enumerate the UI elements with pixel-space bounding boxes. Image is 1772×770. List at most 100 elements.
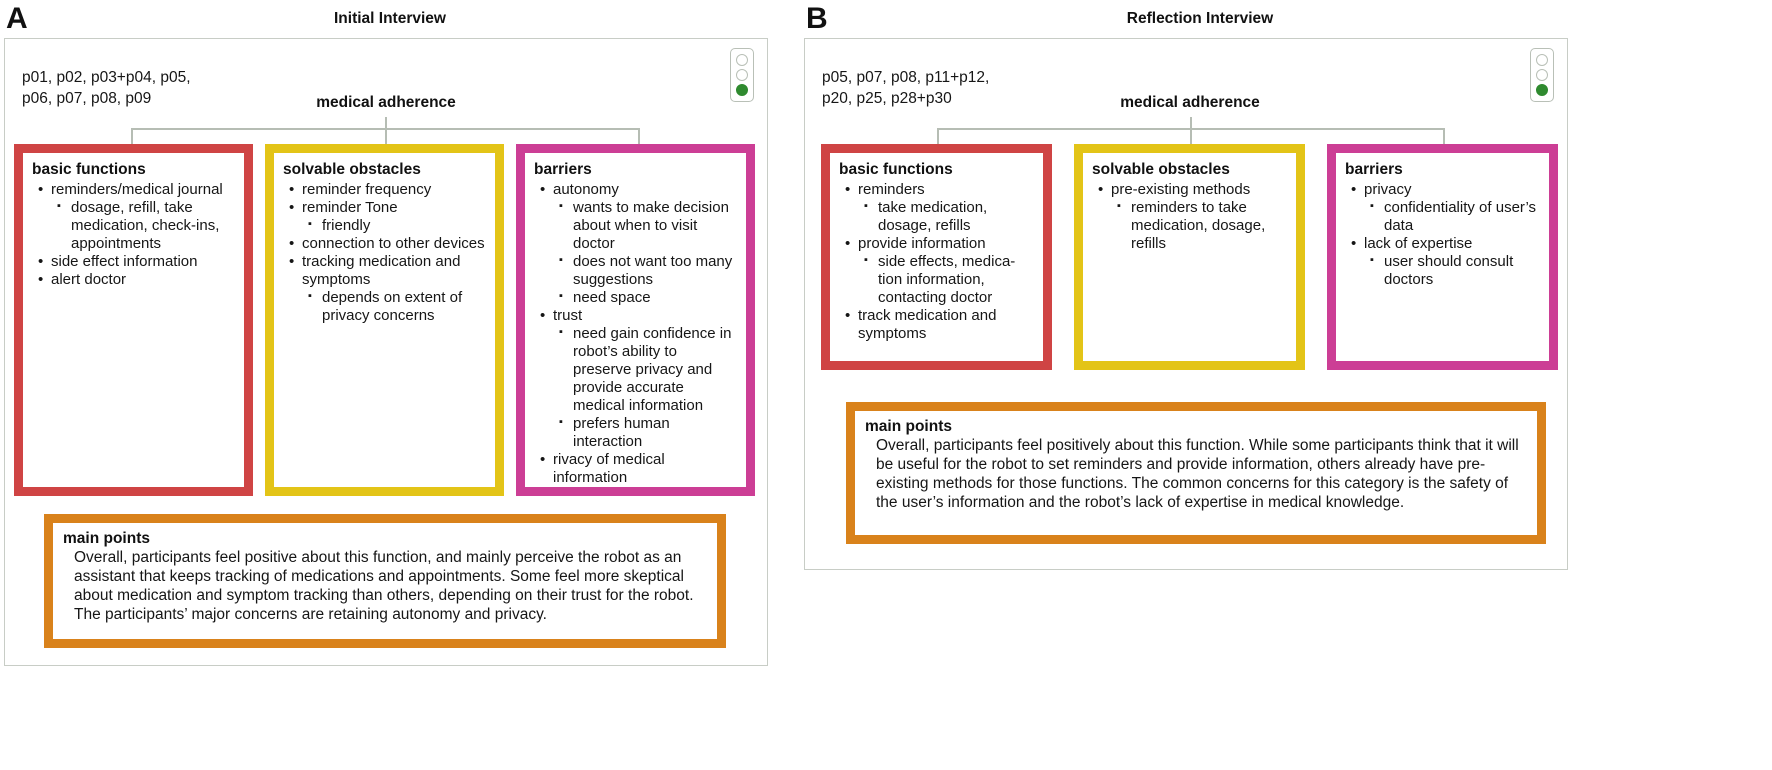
connector-drop-a-2 [385, 128, 387, 145]
list-item-label: reminder frequency [302, 181, 486, 199]
list-item-label: connection to other devices [302, 235, 486, 253]
panel-title-b: Reflection Interview [1126, 10, 1274, 27]
sub-list: take medication, dosage, refills [858, 199, 1034, 235]
sub-list-item-label: need gain confidence in robot’s ability … [573, 325, 737, 415]
category-title: basic functions [839, 161, 953, 178]
list-item-label: tracking medication and symptoms [302, 253, 486, 289]
category-box-basic-functions-b: basic functions reminderstake medication… [821, 144, 1052, 370]
list-item-label: reminders [858, 181, 1034, 199]
sub-list: friendly [302, 217, 486, 235]
list-item-label: reminders/medical journal [51, 181, 235, 199]
connector-drop-b-1 [937, 128, 939, 145]
list-item: pre-existing methodsreminders to take me… [1092, 181, 1287, 253]
sub-list-item-label: wants to make decision about when to vis… [573, 199, 737, 253]
list-item: reminder frequency [283, 181, 486, 199]
panel-letter-a: A [6, 2, 28, 35]
category-list: autonomywants to make decision about whe… [534, 181, 737, 487]
sub-list-item-label: friendly [322, 217, 486, 235]
sub-list-item-label: side effects, medica-tion information, c… [878, 253, 1034, 307]
list-item-label: trust [553, 307, 737, 325]
traffic-dot-bottom-green [1536, 84, 1548, 96]
category-list: privacyconfidentiality of user’s datalac… [1345, 181, 1540, 289]
list-item-label: track medication and symptoms [858, 307, 1034, 343]
panel-letter-b: B [806, 2, 828, 35]
connector-stem-a [385, 117, 387, 128]
main-points-body: Overall, participants feel positive abou… [74, 549, 694, 623]
participants-list-b: p05, p07, p08, p11+p12, p20, p25, p28+p3… [822, 69, 990, 107]
sub-list-item: dosage, refill, take medication, check-i… [51, 199, 235, 253]
list-item-label: rivacy of medical information [553, 451, 737, 487]
list-item: reminders/medical journaldosage, refill,… [32, 181, 235, 253]
sub-list-item: need space [553, 289, 737, 307]
sub-list: need gain confidence in robot’s ability … [553, 325, 737, 451]
sub-list: side effects, medica-tion information, c… [858, 253, 1034, 307]
list-item: connection to other devices [283, 235, 486, 253]
list-item: rivacy of medical information [534, 451, 737, 487]
sub-list-item: depends on extent of privacy concerns [302, 289, 486, 325]
traffic-light-a [730, 48, 754, 102]
category-list: reminders/medical journaldosage, refill,… [32, 181, 235, 289]
category-list: pre-existing methodsreminders to take me… [1092, 181, 1287, 253]
list-item-label: side effect information [51, 253, 235, 271]
sub-list-item-label: need space [573, 289, 737, 307]
list-item: reminderstake medication, dosage, refill… [839, 181, 1034, 235]
list-item: track medication and symptoms [839, 307, 1034, 343]
main-points-body: Overall, participants feel positively ab… [876, 437, 1519, 511]
sub-list-item: user should consult doctors [1364, 253, 1540, 289]
category-title: solvable obstacles [283, 161, 421, 178]
sub-list-item: side effects, medica-tion information, c… [858, 253, 1034, 307]
sub-list-item: need gain confidence in robot’s ability … [553, 325, 737, 415]
list-item-label: provide information [858, 235, 1034, 253]
connector-stem-b [1190, 117, 1192, 128]
list-item: alert doctor [32, 271, 235, 289]
category-list: reminder frequencyreminder Tonefriendlyc… [283, 181, 486, 325]
list-item: trustneed gain confidence in robot’s abi… [534, 307, 737, 451]
list-item: autonomywants to make decision about whe… [534, 181, 737, 307]
list-item-label: privacy [1364, 181, 1540, 199]
traffic-light-b [1530, 48, 1554, 102]
traffic-dot-middle [1536, 69, 1548, 81]
category-box-basic-functions-a: basic functions reminders/medical journa… [14, 144, 253, 496]
list-item-label: alert doctor [51, 271, 235, 289]
connector-drop-b-3 [1443, 128, 1445, 145]
sub-list-item-label: prefers human interaction [573, 415, 737, 451]
category-box-solvable-obstacles-b: solvable obstacles pre-existing methodsr… [1074, 144, 1305, 370]
sub-list-item-label: does not want too many suggestions [573, 253, 737, 289]
sub-list-item-label: take medication, dosage, refills [878, 199, 1034, 235]
traffic-dot-top [736, 54, 748, 66]
list-item-label: lack of expertise [1364, 235, 1540, 253]
traffic-dot-bottom-green [736, 84, 748, 96]
category-title: basic functions [32, 161, 146, 178]
main-points-title: main points [63, 530, 150, 547]
sub-list-item-label: dosage, refill, take medication, check-i… [71, 199, 235, 253]
list-item: provide informationside effects, medica-… [839, 235, 1034, 307]
connector-drop-a-3 [638, 128, 640, 145]
sub-list-item-label: confidentiality of user’s data [1384, 199, 1540, 235]
traffic-dot-top [1536, 54, 1548, 66]
sub-list: confidentiality of user’s data [1364, 199, 1540, 235]
sub-list-item-label: user should consult doctors [1384, 253, 1540, 289]
list-item-label: autonomy [553, 181, 737, 199]
list-item: reminder Tonefriendly [283, 199, 486, 235]
sub-list-item-label: depends on extent of privacy concerns [322, 289, 486, 325]
sub-list: user should consult doctors [1364, 253, 1540, 289]
list-item: tracking medication and symptomsdepends … [283, 253, 486, 325]
category-title: barriers [534, 161, 592, 178]
sub-list-item: confidentiality of user’s data [1364, 199, 1540, 235]
sub-list: depends on extent of privacy concerns [302, 289, 486, 325]
sub-list: wants to make decision about when to vis… [553, 199, 737, 307]
list-item: side effect information [32, 253, 235, 271]
root-node-b: medical adherence [1120, 94, 1260, 111]
connector-drop-a-1 [131, 128, 133, 145]
sub-list-item: take medication, dosage, refills [858, 199, 1034, 235]
category-box-solvable-obstacles-a: solvable obstacles reminder frequencyrem… [265, 144, 504, 496]
main-points-box-b: main points Overall, participants feel p… [846, 402, 1546, 544]
list-item: lack of expertiseuser should consult doc… [1345, 235, 1540, 289]
list-item: privacyconfidentiality of user’s data [1345, 181, 1540, 235]
sub-list-item: prefers human interaction [553, 415, 737, 451]
sub-list-item: friendly [302, 217, 486, 235]
main-points-box-a: main points Overall, participants feel p… [44, 514, 726, 648]
participants-list-a: p01, p02, p03+p04, p05, p06, p07, p08, p… [22, 69, 191, 107]
panel-title-a: Initial Interview [334, 10, 446, 27]
